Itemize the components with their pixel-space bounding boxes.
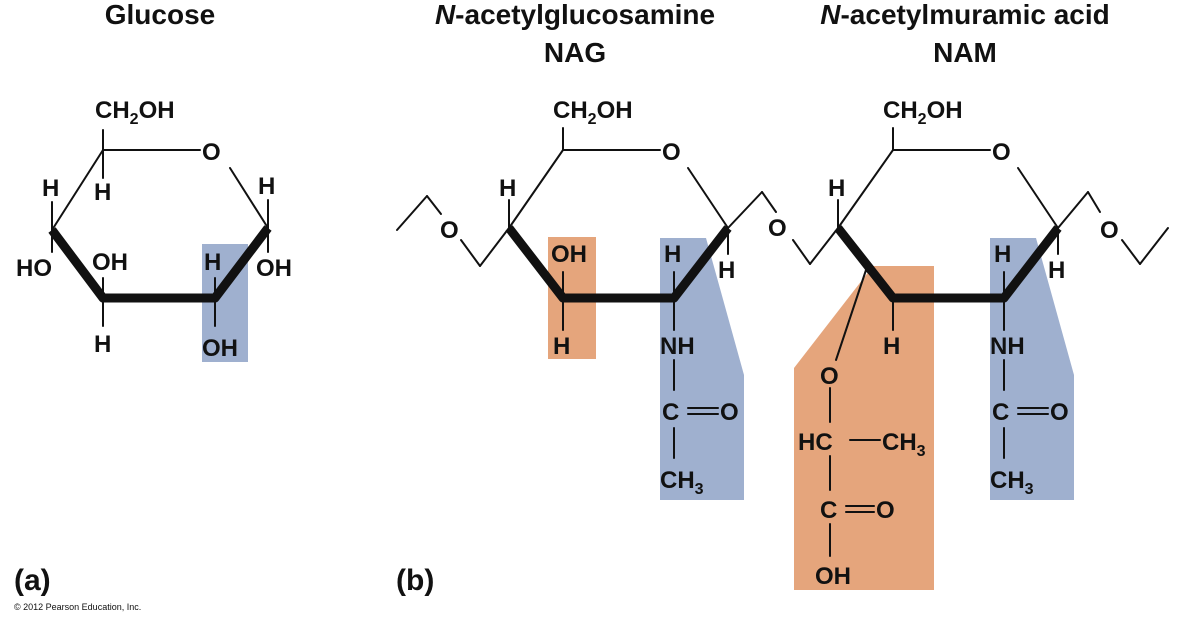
nam-abbr: NAM (933, 37, 997, 68)
nag-acetyl-highlight (660, 238, 744, 500)
glucose-ho-c4: HO (16, 255, 52, 282)
nam-h-c2: H (994, 241, 1011, 268)
nag-nh: NH (660, 333, 695, 360)
nag-oh-c3: OH (551, 241, 587, 268)
glucose-h-c2: H (204, 249, 221, 276)
nag-carbonyl-o: O (720, 399, 739, 426)
nag-ring-o: O (662, 139, 681, 166)
glucose-ring-o: O (202, 139, 221, 166)
nam-carboxyl-oh: OH (815, 563, 851, 590)
glucose-h-c5: H (94, 179, 111, 206)
nam-h-c4: H (828, 175, 845, 202)
panel-label-a: (a) (14, 564, 51, 597)
nam-acetyl-highlight (990, 238, 1074, 500)
nam-h-c3-down: H (883, 333, 900, 360)
glucose-ring (48, 129, 272, 327)
nag-ch2oh: CH2OH (553, 97, 633, 128)
nam-ch3: CH3 (990, 467, 1034, 498)
panel-label-b: (b) (396, 564, 434, 597)
glucose-oh-c2: OH (202, 335, 238, 362)
glucose-oh-c1: OH (256, 255, 292, 282)
nam-h-c1: H (1048, 257, 1065, 284)
nam-hc: HC (798, 429, 833, 456)
nag-ring (396, 127, 777, 459)
glucose-h-c3: H (94, 331, 111, 358)
nam-carboxyl-c: C (820, 497, 837, 524)
glucose-ch2oh: CH2OH (95, 97, 175, 128)
nam-ch2oh: CH2OH (883, 97, 963, 128)
nag-o-left: O (440, 217, 459, 244)
nam-title: N-acetylmuramic acid (820, 0, 1109, 30)
nam-carboxyl-o: O (876, 497, 895, 524)
glycosidic-o: O (768, 215, 787, 242)
copyright-notice: © 2012 Pearson Education, Inc. (14, 602, 141, 612)
nag-abbr: NAG (544, 37, 606, 68)
nag-h-c1: H (718, 257, 735, 284)
glucose-h-c1: H (258, 173, 275, 200)
nam-carbonyl-o: O (1050, 399, 1069, 426)
nag-h-c4: H (499, 175, 516, 202)
nam-lactyl-highlight (794, 266, 934, 590)
nam-carbonyl-c: C (992, 399, 1009, 426)
glucose-title: Glucose (105, 0, 215, 30)
nam-o-right: O (1100, 217, 1119, 244)
nag-h-c2: H (664, 241, 681, 268)
nag-title: N-acetylglucosamine (435, 0, 715, 30)
nag-h-c3-down: H (553, 333, 570, 360)
nam-nh: NH (990, 333, 1025, 360)
nam-ring (792, 127, 1169, 557)
nam-lactyl-ch3: CH3 (882, 429, 926, 460)
nam-ring-o: O (992, 139, 1011, 166)
nag-ch3: CH3 (660, 467, 704, 498)
glucose-h-c4-top: H (42, 175, 59, 202)
nam-ether-o: O (820, 363, 839, 390)
nag-carbonyl-c: C (662, 399, 679, 426)
glucose-oh-c3: OH (92, 249, 128, 276)
